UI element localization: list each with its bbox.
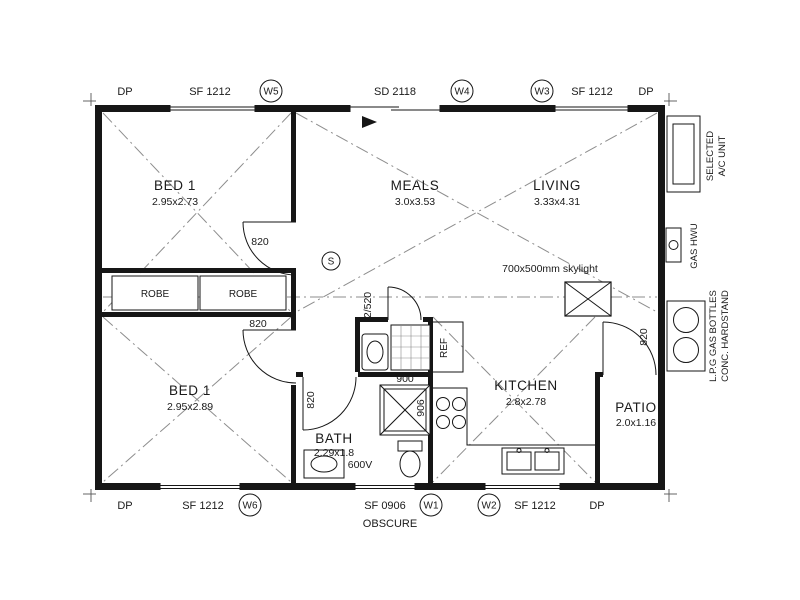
window-w5 <box>169 104 256 113</box>
smoke-alarm-icon <box>321 251 341 271</box>
w4-circle <box>450 79 474 103</box>
window-tag-w1: W1 <box>424 501 439 512</box>
dim-door-bed1-bottom: 820 <box>249 318 267 330</box>
dp-label-top-left: DP <box>117 86 132 98</box>
gas-hwu-label: GAS HWU <box>689 223 700 269</box>
slider-arrow-icon <box>362 116 377 128</box>
w3-circle <box>530 79 554 103</box>
fridge-nook <box>433 321 464 373</box>
dim-shower-width: 900 <box>396 373 414 385</box>
window-w2 <box>484 482 561 491</box>
window-tag-w5: W5 <box>264 87 279 98</box>
room-dims-patio: 2.0x1.16 <box>616 417 656 429</box>
vanity-label: 600V <box>348 459 373 471</box>
kitchen-fixtures <box>433 387 595 475</box>
laundry-nook <box>361 324 431 371</box>
doors <box>242 221 657 431</box>
door-linen <box>387 286 422 321</box>
dp-label-bottom-right: DP <box>589 500 604 512</box>
dp-label-top-right: DP <box>638 86 653 98</box>
ac-unit <box>666 115 701 193</box>
window-w3 <box>554 104 629 113</box>
smoke-alarm-label: S <box>328 257 335 268</box>
room-dims-meals: 3.0x3.53 <box>395 196 435 208</box>
dim-linen-doors: 2/520 <box>362 292 374 318</box>
window-tag-w3: W3 <box>535 87 550 98</box>
lpg-label-1: L.P.G GAS BOTTLES <box>708 290 719 382</box>
robe-label-left: ROBE <box>141 289 170 300</box>
sliding-door-sd2118 <box>349 104 441 113</box>
room-dims-bed1-bottom: 2.95x2.89 <box>167 401 213 413</box>
window-w1 <box>354 482 416 491</box>
shower <box>379 384 431 436</box>
kitchen-sink <box>501 447 565 475</box>
window-tag-w4: W4 <box>455 87 470 98</box>
room-label-bed1-top: BED 1 <box>154 178 196 193</box>
bath-fixtures <box>303 384 431 479</box>
corner-ticks <box>83 93 677 502</box>
ac-unit-label-2: A/C UNIT <box>717 135 728 176</box>
door-patio <box>602 321 657 376</box>
windows <box>159 104 629 491</box>
room-dims-bed1-top: 2.95x2.73 <box>152 196 198 208</box>
glazing-note: OBSCURE <box>363 518 417 530</box>
ac-unit-label-1: SELECTED <box>705 131 716 181</box>
room-label-living: LIVING <box>533 178 581 193</box>
window-tag-w2: W2 <box>482 501 497 512</box>
room-label-meals: MEALS <box>391 178 440 193</box>
exterior-services <box>665 115 706 372</box>
window-tag-w6: W6 <box>243 501 258 512</box>
annotation-labels: 820 820 820 820 2/520 900 906 700x500mm … <box>249 236 650 471</box>
skylight <box>564 281 612 317</box>
window-spec-bottom-mid: SF 0906 <box>364 500 406 512</box>
window-w6 <box>159 482 241 491</box>
dp-label-bottom-left: DP <box>117 500 132 512</box>
gas-hwu-unit <box>665 227 682 263</box>
bottom-label-row: DP SF 1212 W6 SF 0906 W1 W2 SF 1212 DP O… <box>117 493 605 530</box>
room-label-patio: PATIO <box>615 400 657 415</box>
room-label-bed1-bottom: BED 1 <box>169 383 211 398</box>
w2-circle <box>477 493 501 517</box>
w6-circle <box>238 493 262 517</box>
dim-shower-depth: 906 <box>415 399 427 417</box>
door-bath <box>302 376 357 431</box>
fridge-label: REF <box>439 338 450 358</box>
lpg-label-2: CONC. HARDSTAND <box>720 290 731 382</box>
room-labels: BED 1 2.95x2.73 MEALS 3.0x3.53 LIVING 3.… <box>141 178 657 459</box>
sliding-door-spec: SD 2118 <box>374 86 416 98</box>
door-bed1-bottom <box>242 329 297 384</box>
room-label-bath: BATH <box>315 431 352 446</box>
dim-door-bath: 820 <box>305 391 317 409</box>
room-dims-bath: 2.29x1.8 <box>314 447 354 459</box>
room-dims-living: 3.33x4.31 <box>534 196 580 208</box>
room-label-kitchen: KITCHEN <box>494 378 557 393</box>
cooktop <box>436 397 466 429</box>
room-dims-kitchen: 2.8x2.78 <box>506 396 546 408</box>
vanity <box>303 449 345 479</box>
window-spec-bottom-left: SF 1212 <box>182 500 224 512</box>
window-spec-top-right: SF 1212 <box>571 86 613 98</box>
exterior-labels: SELECTED A/C UNIT GAS HWU L.P.G GAS BOTT… <box>689 131 731 382</box>
dim-door-bed1-top: 820 <box>251 236 269 248</box>
w1-circle <box>419 493 443 517</box>
window-spec-top-left: SF 1212 <box>189 86 231 98</box>
w5-circle <box>259 79 283 103</box>
door-bed1-top <box>242 221 297 276</box>
top-label-row: DP SF 1212 W5 SD 2118 W4 W3 SF 1212 DP <box>117 79 654 103</box>
window-spec-bottom-right: SF 1212 <box>514 500 556 512</box>
dim-door-patio: 820 <box>638 328 650 346</box>
lpg-bottles <box>666 300 706 372</box>
toilet <box>397 440 423 478</box>
skylight-label: 700x500mm skylight <box>502 263 598 275</box>
robes <box>111 275 287 311</box>
robe-label-right: ROBE <box>229 289 258 300</box>
